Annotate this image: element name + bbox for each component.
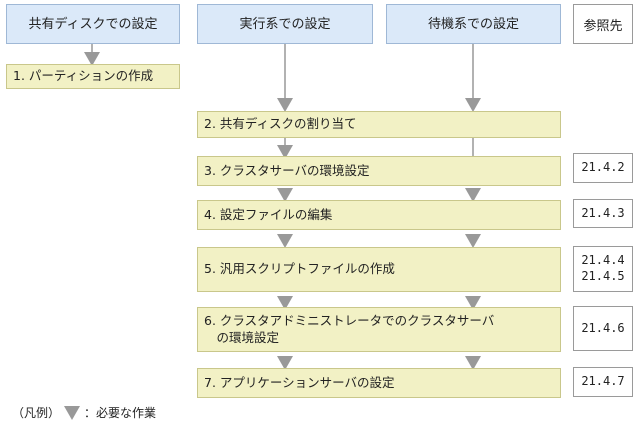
reference-step-3-label: 21.4.2 [581,160,625,175]
step-4-box: 4. 設定ファイルの編集 [197,200,561,230]
header-reference: 参照先 [573,4,633,44]
step-2-label: 2. 共有ディスクの割り当て [204,116,357,132]
step-3-box: 3. クラスタサーバの環境設定 [197,156,561,186]
reference-step-7-label: 21.4.7 [581,374,625,389]
header-active: 実行系での設定 [197,4,373,44]
reference-step-3: 21.4.2 [573,153,633,183]
arrow-down-icon [277,234,293,248]
reference-step-6: 21.4.6 [573,306,633,351]
arrow-down-icon [277,188,293,202]
step-1-label: 1. パーティションの作成 [13,68,154,84]
reference-step-4-label: 21.4.3 [581,205,625,220]
step-1-box: 1. パーティションの作成 [6,64,180,89]
legend-prefix: （凡例） [12,406,61,420]
reference-step-5: 21.4.4 21.4.5 [573,246,633,292]
arrow-down-icon [277,296,293,310]
step-3-label: 3. クラスタサーバの環境設定 [204,162,370,178]
step-6-label: 6. クラスタアドミニストレータでのクラスタサーバ の環境設定 [204,312,495,345]
arrow-down-icon [465,188,481,202]
reference-step-7: 21.4.7 [573,367,633,397]
step-4-label: 4. 設定ファイルの編集 [204,206,333,222]
step-7-box: 7. アプリケーションサーバの設定 [197,368,561,398]
reference-step-6-label: 21.4.6 [581,320,625,335]
arrow-down-icon [277,98,293,112]
step-5-label: 5. 汎用スクリプトファイルの作成 [204,261,395,277]
legend-text: ：必要な作業 [84,406,157,420]
header-standby-label: 待機系での設定 [427,16,519,32]
reference-step-4: 21.4.3 [573,199,633,228]
arrow-down-icon [465,98,481,112]
reference-step-5b-label: 21.4.5 [581,269,625,283]
step-7-label: 7. アプリケーションサーバの設定 [204,374,395,390]
header-standby: 待機系での設定 [386,4,561,44]
legend: （凡例） ：必要な作業 [12,404,156,421]
step-6-box: 6. クラスタアドミニストレータでのクラスタサーバ の環境設定 [197,307,561,352]
arrow-down-icon [465,356,481,370]
arrow-down-icon [277,356,293,370]
header-reference-label: 参照先 [583,18,623,34]
header-shared-disk: 共有ディスクでの設定 [6,4,180,44]
step-2-box: 2. 共有ディスクの割り当て [197,111,561,138]
arrow-down-icon [277,145,293,159]
arrow-down-icon [465,234,481,248]
header-active-label: 実行系での設定 [239,16,331,32]
reference-step-5a-label: 21.4.4 [581,253,625,268]
step-5-box: 5. 汎用スクリプトファイルの作成 [197,247,561,292]
arrow-down-icon [84,52,100,66]
legend-arrow-down-icon [64,405,81,420]
arrow-down-icon [465,296,481,310]
header-shared-disk-label: 共有ディスクでの設定 [28,16,158,32]
